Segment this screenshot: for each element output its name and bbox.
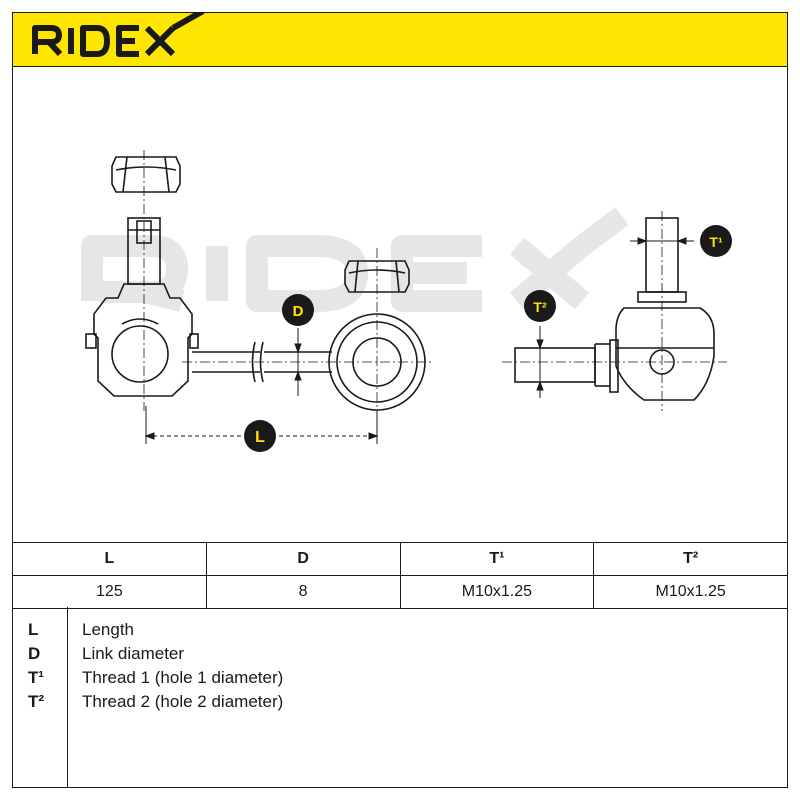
nut-left <box>111 156 181 193</box>
legend-text: Thread 1 (hole 1 diameter) <box>82 668 284 687</box>
legend-key: T² <box>28 692 45 711</box>
value-T1: M10x1.25 <box>399 575 595 609</box>
legend-divider <box>67 607 68 787</box>
legend-text: Thread 2 (hole 2 diameter) <box>82 692 284 711</box>
header-T2: T² <box>593 542 788 576</box>
legend-row-T1: T¹ Thread 1 (hole 1 diameter) <box>12 666 788 690</box>
legend-key: L <box>28 620 39 639</box>
legend-row-T2: T² Thread 2 (hole 2 diameter) <box>12 690 788 714</box>
legend-key: T¹ <box>28 668 45 687</box>
badge-T1-text: T¹ <box>709 234 723 250</box>
brand-header <box>12 12 788 67</box>
badge-T2: T² <box>524 290 556 322</box>
value-T2: M10x1.25 <box>593 575 788 609</box>
ball-joint-left <box>85 283 199 397</box>
stabiliser-link-drawing: L D T¹ T² <box>81 150 732 452</box>
dimension-T2 <box>536 326 544 398</box>
legend-key: D <box>28 644 41 663</box>
legend-text: Length <box>82 620 134 639</box>
value-L: 125 <box>12 575 207 609</box>
value-D: 8 <box>205 575 401 609</box>
header-D: D <box>205 542 401 576</box>
badge-T1: T¹ <box>700 225 732 257</box>
stud-right-side <box>514 343 610 387</box>
legend-text: Link diameter <box>82 644 185 663</box>
badge-D: D <box>282 294 314 326</box>
ridex-watermark <box>81 207 629 312</box>
dimension-D <box>294 328 302 396</box>
dimension-T1 <box>630 237 694 245</box>
header-L: L <box>12 542 207 576</box>
legend-row-L: L Length <box>12 618 788 642</box>
spec-value-row: 125 8 M10x1.25 M10x1.25 <box>12 575 788 609</box>
badge-D-text: D <box>293 303 304 320</box>
legend-row-D: D Link diameter <box>12 642 788 666</box>
badge-L-text: L <box>255 429 265 446</box>
spec-table: L D T¹ T² 125 8 M10x1.25 M10x1.25 <box>12 542 788 609</box>
ridex-logo <box>32 13 205 57</box>
spec-header-row: L D T¹ T² <box>12 542 788 576</box>
legend: L Length D Link diameter T¹ Thread 1 (ho… <box>12 607 788 788</box>
header-T1: T¹ <box>399 542 595 576</box>
badge-L: L <box>244 420 276 452</box>
badge-T2-text: T² <box>533 299 547 315</box>
